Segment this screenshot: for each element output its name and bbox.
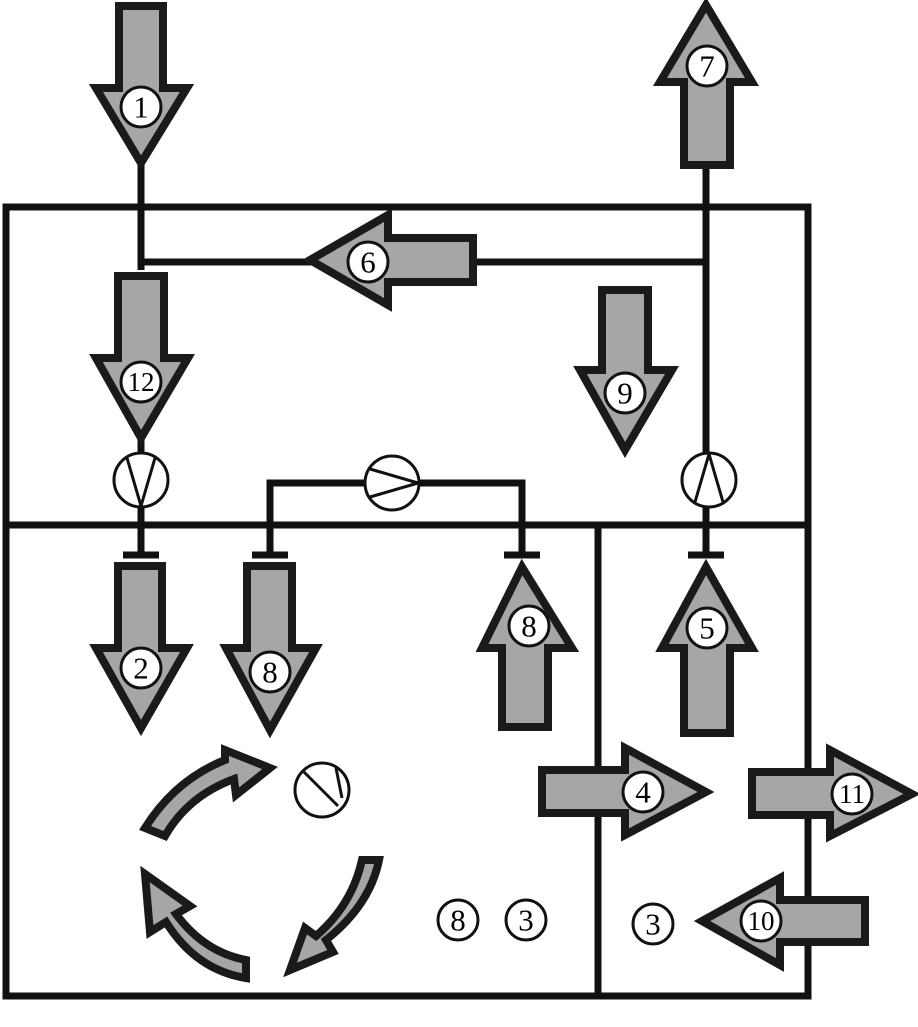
label-free-3-left-text: 3	[518, 903, 534, 938]
label-5: 5	[685, 606, 729, 650]
circulation-arrows	[139, 744, 384, 983]
curved-arrow-top	[139, 744, 278, 842]
label-8-right-text: 8	[521, 609, 537, 644]
label-6: 6	[346, 240, 390, 284]
label-8-left-text: 8	[262, 655, 278, 690]
label-10: 10	[739, 899, 783, 943]
label-4-text: 4	[635, 775, 651, 810]
label-free-3-right-text: 3	[645, 907, 661, 942]
label-1: 1	[119, 85, 163, 129]
label-free-3-right: 3	[631, 902, 675, 946]
arrow-10	[693, 871, 869, 972]
arrow-8-left	[219, 562, 323, 739]
label-12: 12	[119, 360, 163, 404]
arrow-5	[655, 558, 759, 737]
pump-right	[680, 451, 738, 509]
label-free-3-left: 3	[504, 898, 548, 942]
label-7-text: 7	[699, 49, 715, 84]
label-5-text: 5	[699, 611, 715, 646]
arrow-12	[89, 272, 195, 447]
label-1-text: 1	[133, 90, 149, 125]
arrow-9	[573, 286, 679, 459]
label-4: 4	[621, 770, 665, 814]
curved-arrow-left	[140, 865, 250, 983]
label-2: 2	[119, 646, 163, 690]
pump-bridge	[363, 454, 421, 512]
labels: 1 7 6 12 9 2 8 8 5 4 11 10 8 3 3	[119, 44, 874, 946]
label-12-text: 12	[128, 367, 155, 397]
arrow-1	[88, 2, 195, 171]
pump-left	[112, 451, 170, 509]
label-9: 9	[603, 371, 647, 415]
pumps	[112, 451, 738, 819]
outer-boundary	[2, 203, 812, 1000]
label-8-left: 8	[248, 650, 292, 694]
label-6-text: 6	[360, 245, 376, 280]
label-7: 7	[685, 44, 729, 88]
label-10-text: 10	[748, 906, 775, 936]
label-8-right: 8	[507, 604, 551, 648]
label-9-text: 9	[617, 376, 633, 411]
label-free-8: 8	[436, 898, 480, 942]
curved-arrow-bottom-right	[283, 856, 384, 978]
fan	[293, 761, 351, 819]
label-11: 11	[830, 772, 874, 816]
label-11-text: 11	[839, 779, 865, 809]
arrow-6	[301, 208, 477, 312]
label-free-8-text: 8	[450, 903, 466, 938]
label-2-text: 2	[133, 651, 149, 686]
